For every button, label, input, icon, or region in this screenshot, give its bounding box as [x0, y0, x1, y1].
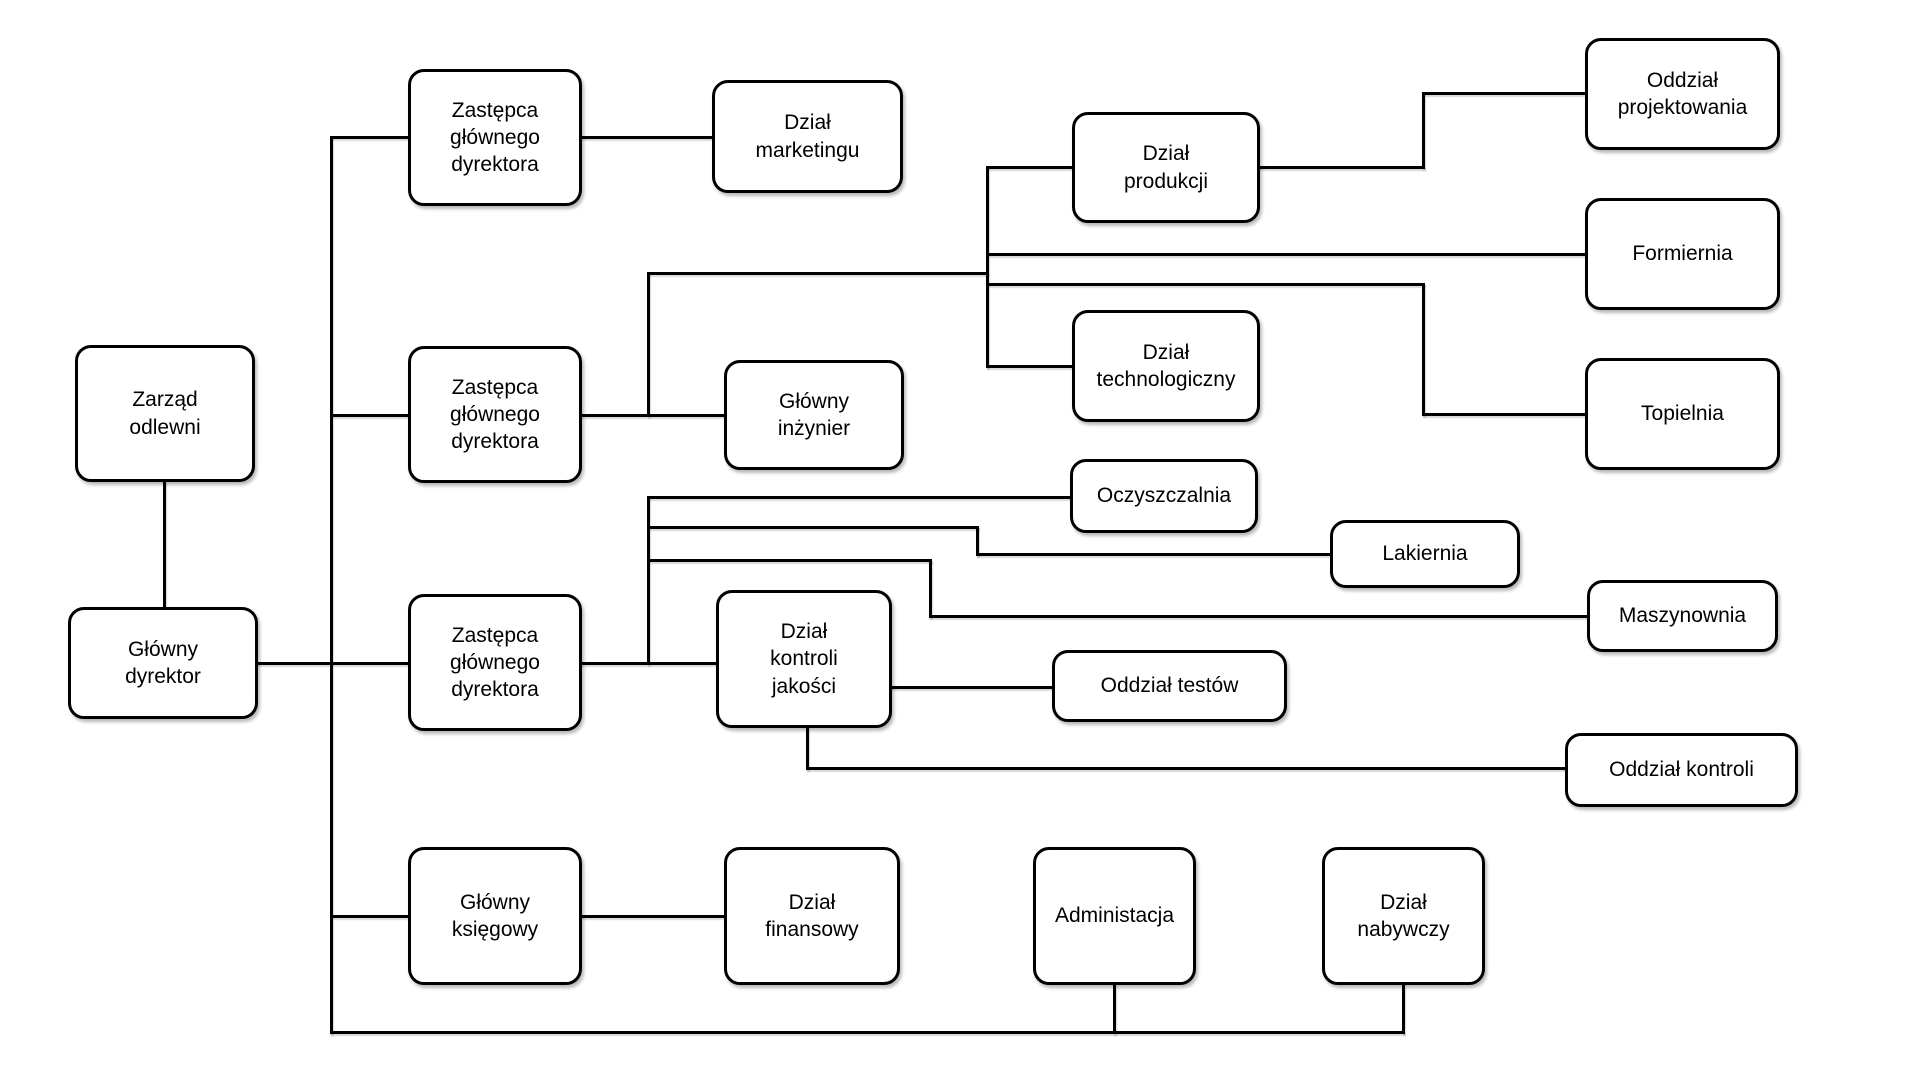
edge-zastepca2-inzynier — [580, 413, 726, 417]
edge-trunk2-topielnia-seg2 — [1421, 282, 1425, 416]
edge-riser-maszynownia-seg2 — [928, 558, 932, 618]
node-dzial-kontroli-jakosci: Dział kontroli jakości — [716, 590, 892, 728]
edge-trunk-zastepca1 — [329, 135, 410, 139]
edge-riser-lakiernia-seg1 — [646, 525, 979, 529]
edge-trunk-ksiegowy — [329, 914, 410, 918]
edge-nabywczy-bottom — [1401, 983, 1405, 1034]
edge-trunk2 — [985, 165, 989, 368]
edge-riser-lakiernia-seg2 — [975, 525, 979, 556]
edge-jakosci-riser-oczyszczalnia-seg2 — [646, 495, 1072, 499]
edge-zastepca1-marketing — [580, 135, 714, 139]
node-oddzial-kontroli: Oddział kontroli — [1565, 733, 1798, 807]
node-topielnia: Topielnia — [1585, 358, 1780, 470]
edge-riser-maszynownia-seg3 — [928, 614, 1589, 618]
node-zastepca-2: Zastępca głównego dyrektora — [408, 346, 582, 483]
edge-produkcji-projektowania-seg3 — [1421, 91, 1587, 95]
edge-bottom-trunk — [329, 1030, 1405, 1034]
edge-trunk2-topielnia-seg1 — [985, 282, 1425, 286]
edge-jakosci-testow — [890, 685, 1054, 689]
node-lakiernia: Lakiernia — [1330, 520, 1520, 588]
node-zastepca-1: Zastępca głównego dyrektora — [408, 69, 582, 206]
node-glowny-inzynier: Główny inżynier — [724, 360, 904, 470]
edge-trunk2-formiernia — [985, 252, 1587, 256]
edge-produkcji-projektowania-seg1 — [1258, 165, 1425, 169]
node-formiernia: Formiernia — [1585, 198, 1780, 310]
node-oddzial-projektowania: Oddział projektowania — [1585, 38, 1780, 150]
edge-inzynier-riser-trunk2-seg2 — [646, 271, 989, 275]
edge-riser-maszynownia-seg1 — [646, 558, 932, 562]
node-zastepca-3: Zastępca głównego dyrektora — [408, 594, 582, 731]
node-dzial-marketingu: Dział marketingu — [712, 80, 903, 193]
node-glowny-ksiegowy: Główny księgowy — [408, 847, 582, 985]
edge-trunk2-produkcji — [985, 165, 1074, 169]
edge-trunk-zastepca2 — [329, 413, 410, 417]
node-dzial-produkcji: Dział produkcji — [1072, 112, 1260, 223]
edge-trunk2-topielnia-seg3 — [1421, 412, 1587, 416]
node-dzial-nabywczy: Dział nabywczy — [1322, 847, 1485, 985]
edge-inzynier-riser-trunk2-seg1 — [646, 271, 650, 417]
edge-jakosci-kontroli-seg1 — [805, 726, 809, 770]
edge-riser-lakiernia-seg3 — [975, 552, 1332, 556]
edge-jakosci-kontroli-seg2 — [805, 766, 1567, 770]
edge-administacja-bottom — [1112, 983, 1116, 1034]
edge-ksiegowy-finansowy — [580, 914, 726, 918]
edge-produkcji-projektowania-seg2 — [1421, 91, 1425, 169]
node-glowny-dyrektor: Główny dyrektor — [68, 607, 258, 719]
edge-trunk2-technologiczny — [985, 364, 1074, 368]
node-oczyszczalnia: Oczyszczalnia — [1070, 459, 1258, 533]
node-dzial-finansowy: Dział finansowy — [724, 847, 900, 985]
edge-dyrektor-zastepca3 — [256, 661, 410, 665]
edge-jakosci-riser-oczyszczalnia-seg1 — [646, 495, 650, 665]
edge-main-trunk — [329, 135, 333, 1034]
node-maszynownia: Maszynownia — [1587, 580, 1778, 652]
node-zarzad-odlewni: Zarząd odlewni — [75, 345, 255, 482]
node-administacja: Administacja — [1033, 847, 1196, 985]
node-dzial-technologiczny: Dział technologiczny — [1072, 310, 1260, 422]
edge-zarzad-dyrektor — [162, 480, 166, 609]
node-oddzial-testow: Oddział testów — [1052, 650, 1287, 722]
